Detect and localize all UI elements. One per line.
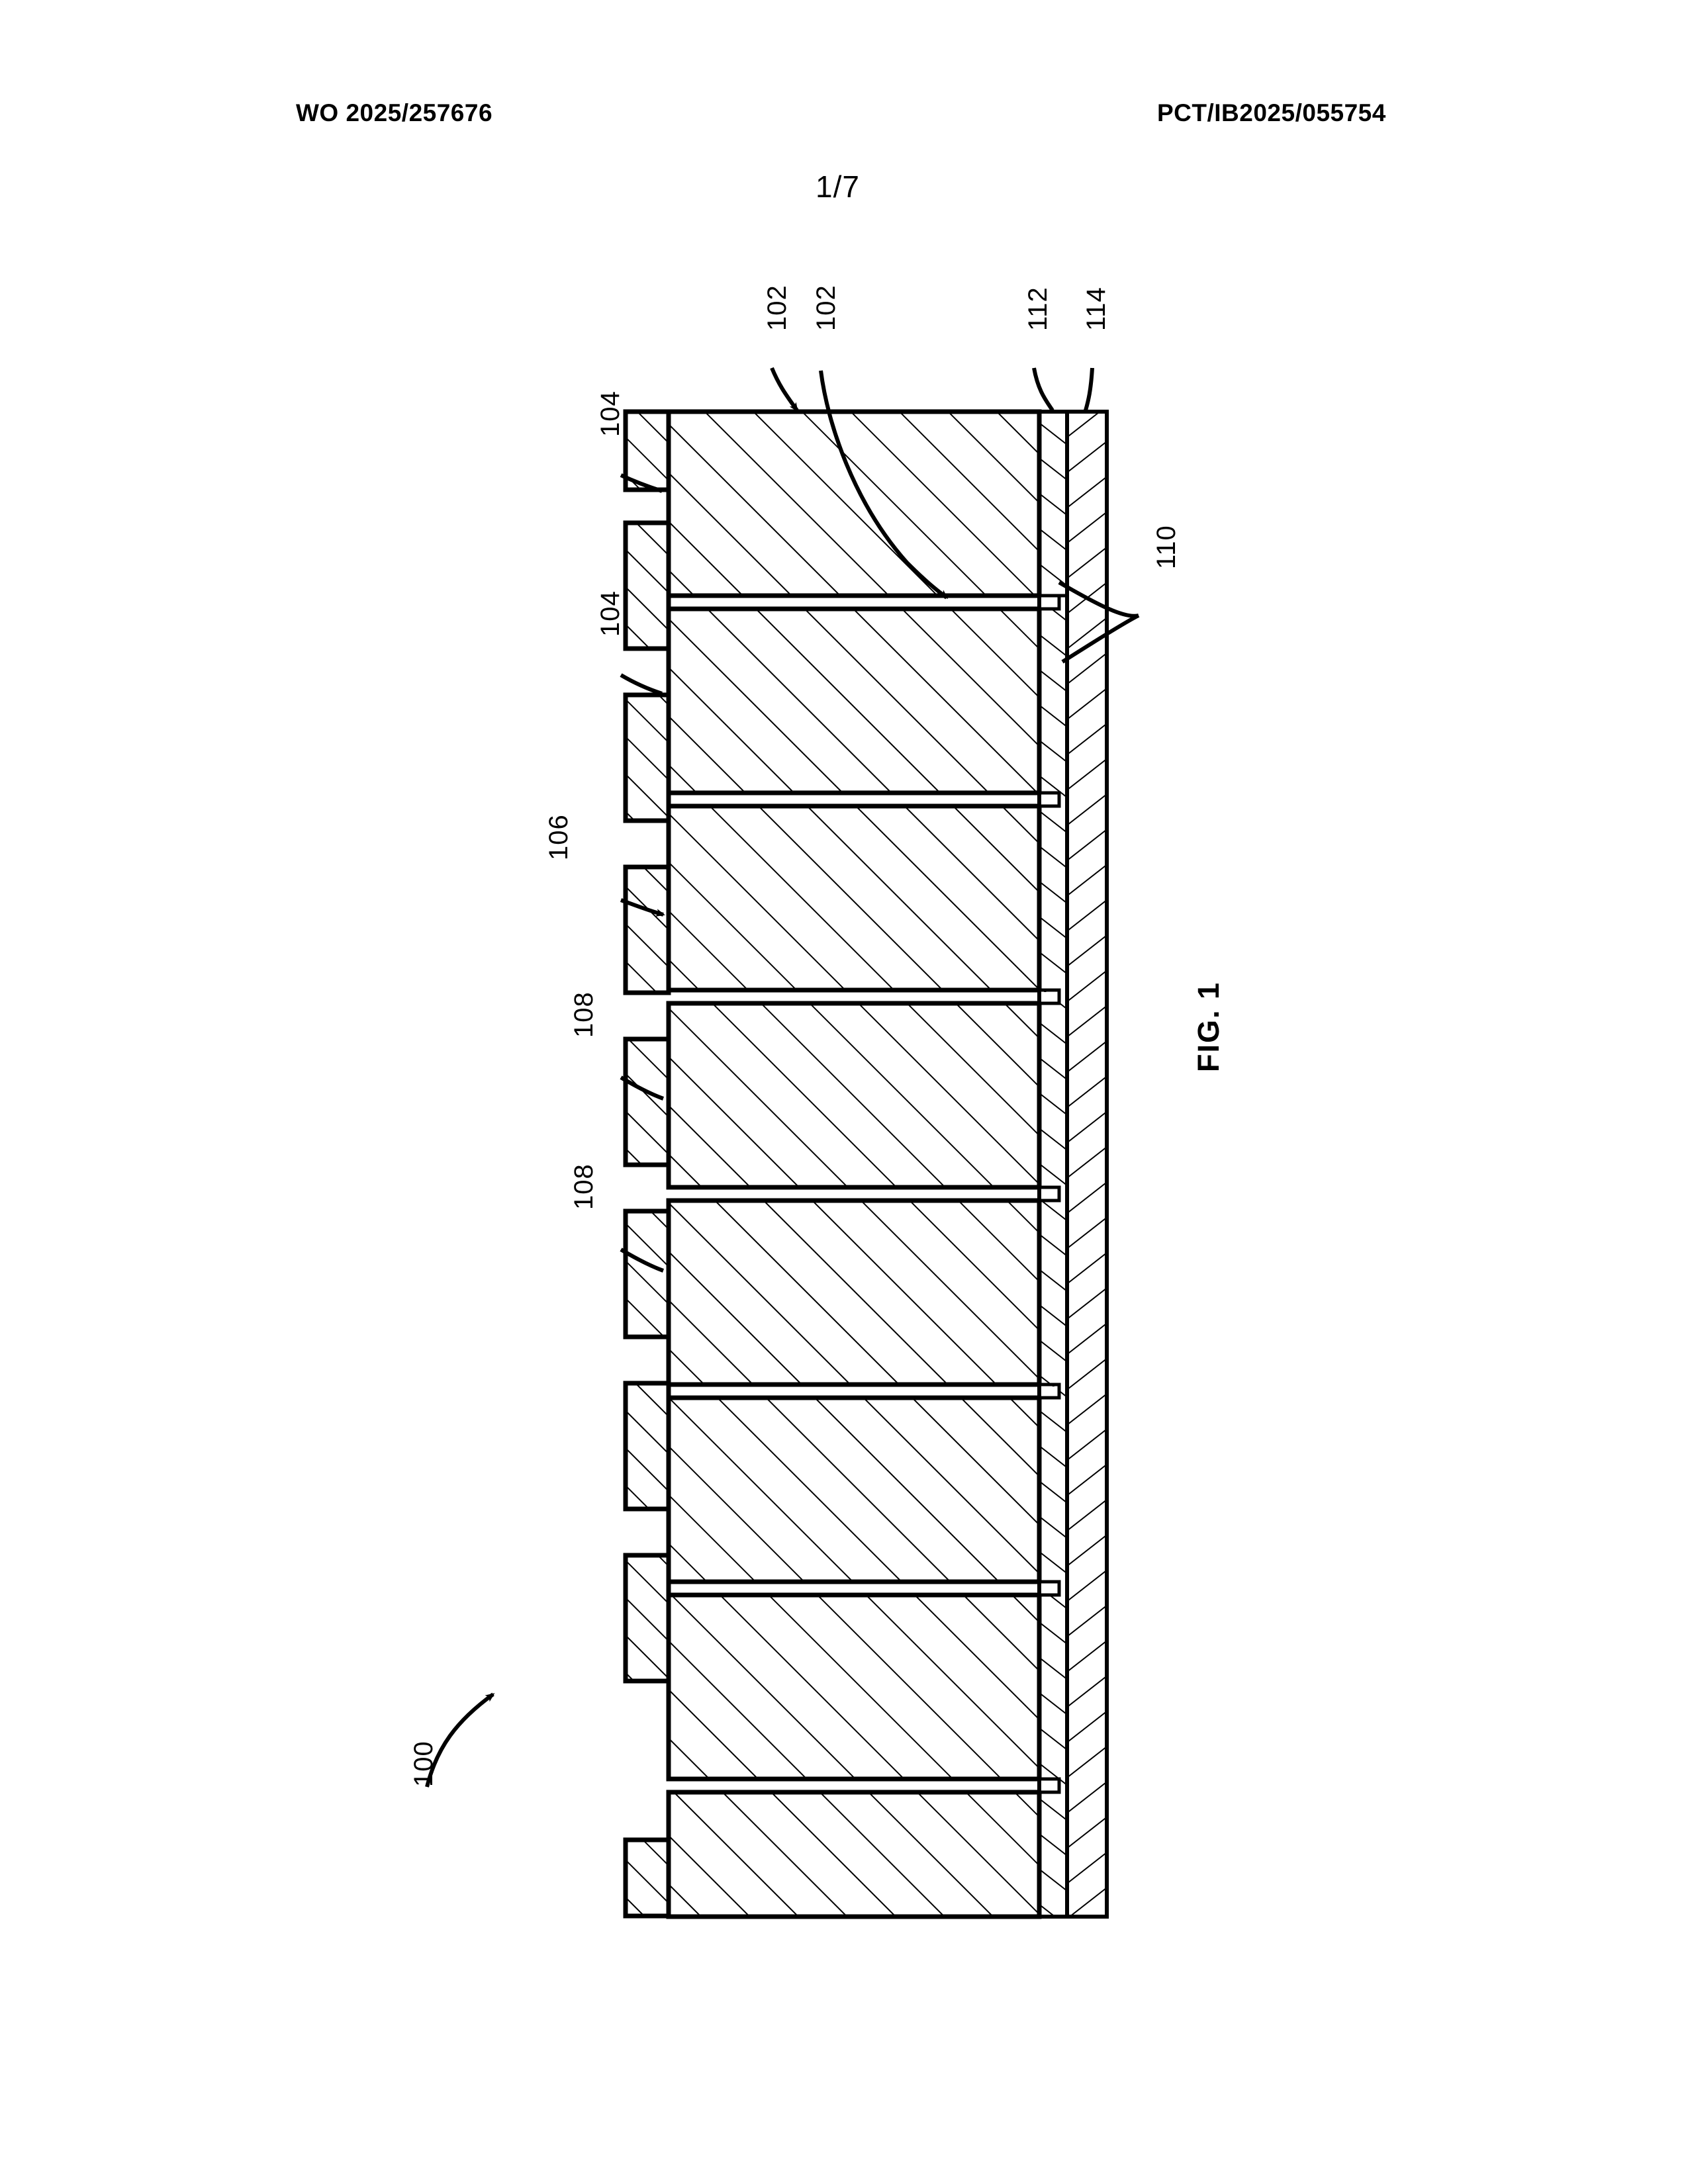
reference-numeral-108b: 108 [569,1163,598,1210]
leader-110b [1061,614,1140,664]
leader-104a [620,473,663,493]
header-application-number: PCT/IB2025/055754 [1157,99,1386,126]
reference-numeral-104b: 104 [596,590,625,637]
body-block [666,803,1042,993]
reference-numeral-108a: 108 [569,991,598,1038]
left-fin-tab [623,864,671,995]
leader-102a [770,367,799,412]
leader-102b [819,370,949,600]
figure-caption: FIG. 1 [1192,981,1225,1072]
page-number: 1/7 [816,169,860,204]
reference-numeral-104a: 104 [596,390,625,437]
reference-numeral-102a: 102 [763,285,792,331]
reference-numeral-112: 112 [1023,287,1053,331]
leader-108a [620,1075,665,1101]
reference-numeral-100: 100 [409,1741,438,1787]
body-block [666,1592,1042,1782]
leader-lines [425,367,1140,1788]
left-fin-tab [623,520,671,651]
leader-108b [620,1248,665,1273]
leader-114 [1084,367,1094,411]
leader-106 [620,898,665,917]
body-block [666,606,1042,796]
left-fin-tab [623,1553,671,1684]
body-block [666,1790,1042,1919]
leader-104b [620,673,663,696]
left-fin-tab [623,1036,671,1167]
reference-numeral-110: 110 [1152,525,1181,569]
body-block [666,1395,1042,1584]
left-fin-tab [623,1837,671,1919]
right-layer-outer [1065,410,1109,1919]
body-block [666,1001,1042,1190]
slot-recess-overlay [1039,594,1061,1794]
reference-numeral-106: 106 [544,814,573,860]
leader-112 [1032,367,1055,412]
left-fin-group [623,409,671,1919]
reference-numeral-102b: 102 [812,285,841,331]
right-layer-inner [1037,410,1069,1919]
header-publication-number: WO 2025/257676 [296,99,493,126]
body-block [666,409,1069,598]
body-block-group [666,409,1069,1919]
reference-numeral-114: 114 [1082,287,1111,331]
leader-100 [425,1692,495,1788]
left-fin-tab [623,692,671,823]
left-fin-tab [623,1381,671,1512]
left-fin-tab [623,409,671,492]
body-block [666,1198,1042,1387]
left-fin-tab [623,1208,671,1340]
